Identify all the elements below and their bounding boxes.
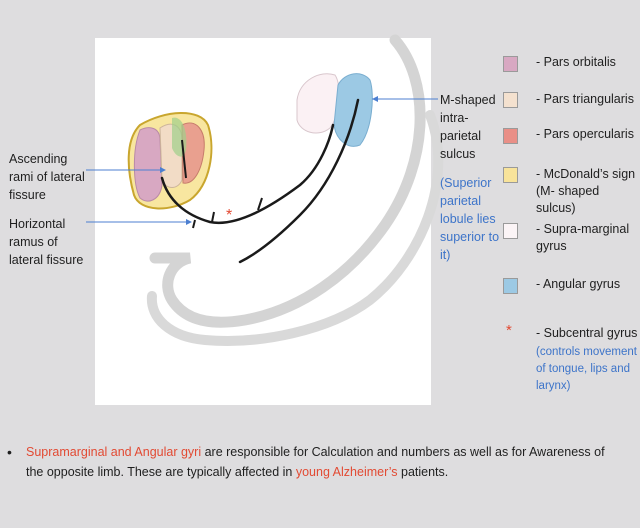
ascending-line-2: rami of lateral (9, 170, 85, 184)
m-shaped-note: (Superior parietal lobule lies superior … (440, 174, 499, 264)
legend-subcentral-gyrus: - Subcentral gyrus (536, 326, 638, 340)
brain-outline (149, 34, 426, 328)
lateral-fissure-line (160, 123, 335, 225)
bullet-text-2: patients. (397, 465, 449, 479)
horizontal-line-1: Horizontal (9, 217, 66, 231)
angular-gyrus-region (333, 73, 373, 147)
bullet-text: Supramarginal and Angular gyri are respo… (26, 442, 616, 482)
ascending-line-1: Ascending (9, 152, 68, 166)
pars-opercularis-region (181, 122, 205, 184)
legend-swatch-supramarginal (503, 223, 518, 239)
legend-subcentral-note: (controls movement of tongue, lips and l… (536, 344, 637, 395)
bullet-red-1: Supramarginal and Angular gyri (26, 445, 202, 459)
legend-swatch-pars-orbitalis (503, 56, 518, 72)
sulcus-tick-2 (257, 197, 263, 211)
m-shaped-sulcus-label: M-shaped intra- parietal sulcus (440, 91, 496, 163)
legend-pars-opercularis: - Pars opercularis (536, 127, 634, 141)
pointer-ascending-head (160, 167, 166, 173)
bullet-red-2: young Alzheimer’s (295, 465, 398, 479)
ascending-ramus-line (181, 139, 187, 179)
intraparietal-sulcus-line (238, 98, 360, 264)
bullet-text-1: are responsible for Calculation and numb… (26, 445, 605, 479)
subcentral-gyrus-marker: * (226, 207, 232, 224)
legend-supramarginal-line-1: - Supra-marginal (536, 222, 630, 236)
legend-angular-gyrus: - Angular gyrus (536, 277, 621, 291)
sulcus-tick-3 (192, 219, 196, 229)
mshaped-note-1: (Superior (440, 176, 492, 190)
mshaped-note-4: superior to (440, 230, 500, 244)
mshaped-line-1: M-shaped (440, 93, 496, 107)
mshaped-note-5: it) (440, 248, 451, 262)
subcentral-note-3: larynx) (536, 380, 571, 392)
legend-supramarginal: - Supra-marginal gyrus (536, 221, 629, 255)
legend-swatch-pars-triangularis (503, 92, 518, 108)
mshaped-line-4: sulcus (440, 147, 476, 161)
subcentral-note-1: (controls movement (536, 346, 637, 358)
ascending-line-3: fissure (9, 188, 46, 202)
mshaped-note-2: parietal (440, 194, 481, 208)
horizontal-line-3: lateral fissure (9, 253, 84, 267)
sulcus-tick-1 (211, 211, 215, 223)
legend-mcdonalds-line-1: - McDonald’s sign (536, 167, 636, 181)
pars-orbitalis-region (133, 127, 163, 202)
legend-mcdonalds-sign: - McDonald’s sign (M- shaped sulcus) (536, 166, 640, 217)
mshaped-line-3: parietal (440, 129, 481, 143)
legend-swatch-mcdonalds-sign (503, 167, 518, 183)
bullet-dot: • (7, 444, 12, 460)
mshaped-line-2: intra- (440, 111, 469, 125)
pointer-horizontal-head (186, 219, 192, 225)
horizontal-ramus-label: Horizontal ramus of lateral fissure (9, 215, 83, 269)
legend-supramarginal-line-2: gyrus (536, 239, 567, 253)
pointer-mshaped-head (372, 96, 378, 102)
legend-subcentral-marker: * (506, 322, 512, 339)
legend-pars-triangularis: - Pars triangularis (536, 92, 634, 106)
mshaped-note-3: lobule lies (440, 212, 496, 226)
legend-mcdonalds-line-2: (M- shaped sulcus) (536, 184, 600, 215)
legend-pars-orbitalis: - Pars orbitalis (536, 55, 616, 69)
subcentral-note-2: of tongue, lips and (536, 363, 630, 375)
horizontal-line-2: ramus of (9, 235, 58, 249)
ascending-rami-label: Ascending rami of lateral fissure (9, 150, 85, 204)
legend-swatch-angular-gyrus (503, 278, 518, 294)
brain-outline-lower (146, 110, 444, 346)
legend-swatch-pars-opercularis (503, 128, 518, 144)
